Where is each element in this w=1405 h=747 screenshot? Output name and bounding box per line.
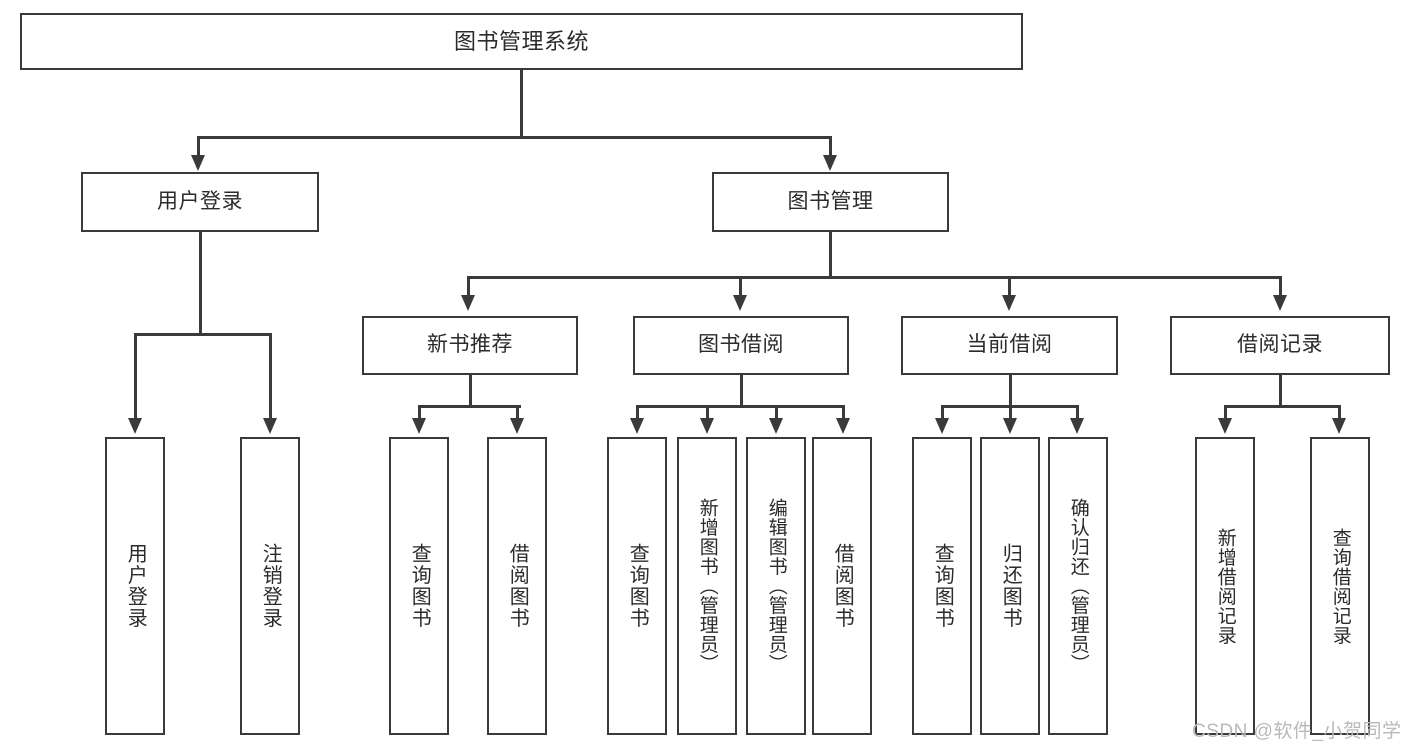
arrowhead-bm-book-borrow — [733, 295, 747, 311]
connector-root-to-user-login — [197, 136, 200, 158]
leaf-br-add-record[interactable]: 新增借阅记录 — [1195, 437, 1255, 735]
node-label: 当前借阅 — [966, 333, 1053, 357]
leaf-br-query-record[interactable]: 查询借阅记录 — [1310, 437, 1370, 735]
node-label: 图书借阅 — [698, 333, 784, 357]
node-label: 新增借阅记录 — [1214, 527, 1236, 645]
leaf-nbr-borrow-book[interactable]: 借阅图书 — [487, 437, 547, 735]
connector-bm-drop-1 — [467, 276, 470, 298]
arrowhead-root-to-user-login — [191, 155, 205, 171]
leaf-cb-confirm-return-admin[interactable]: 确认归还（管理员） — [1048, 437, 1108, 735]
arrowhead-nbr-child-2 — [510, 418, 524, 434]
connector-nbr-bar — [418, 405, 521, 408]
arrowhead-nbr-child-1 — [412, 418, 426, 434]
leaf-bb-edit-book-admin[interactable]: 编辑图书（管理员） — [746, 437, 806, 735]
node-label: 借阅记录 — [1237, 333, 1323, 357]
node-label: 用户登录 — [157, 189, 243, 213]
arrowhead-cb-child-2 — [1003, 418, 1017, 434]
arrowhead-bm-new-book — [461, 295, 475, 311]
connector-bb-drop-1 — [636, 405, 639, 419]
connector-bb-stem — [740, 375, 743, 407]
node-borrow-record[interactable]: 借阅记录 — [1170, 316, 1390, 375]
connector-nbr-stem — [469, 375, 472, 407]
node-label: 借阅图书 — [831, 543, 854, 629]
node-new-book-recommend[interactable]: 新书推荐 — [362, 316, 578, 375]
node-label: 注销登录 — [259, 543, 282, 629]
connector-nbr-drop-1 — [418, 405, 421, 419]
node-current-borrow[interactable]: 当前借阅 — [901, 316, 1118, 375]
leaf-bb-borrow-book[interactable]: 借阅图书 — [812, 437, 872, 735]
node-label: 用户登录 — [124, 543, 147, 629]
node-label: 查询借阅记录 — [1329, 527, 1351, 645]
connector-br-stem — [1279, 375, 1282, 407]
connector-book-mgmt-stem — [829, 232, 832, 278]
node-label: 查询图书 — [408, 543, 431, 629]
leaf-cb-query-book[interactable]: 查询图书 — [912, 437, 972, 735]
connector-root-stem — [520, 70, 523, 138]
connector-bb-bar — [636, 405, 844, 408]
connector-cb-drop-1 — [941, 405, 944, 419]
node-label: 新书推荐 — [427, 333, 513, 357]
connector-root-bar — [197, 136, 831, 139]
connector-user-login-stem — [199, 232, 202, 335]
connector-bb-drop-2 — [706, 405, 709, 419]
node-label: 查询图书 — [931, 543, 954, 629]
connector-bm-drop-4 — [1279, 276, 1282, 298]
arrowhead-cb-child-3 — [1070, 418, 1084, 434]
arrowhead-br-child-2 — [1332, 418, 1346, 434]
node-book-borrow[interactable]: 图书借阅 — [633, 316, 849, 375]
arrowhead-br-child-1 — [1218, 418, 1232, 434]
arrowhead-user-login-child-2 — [263, 418, 277, 434]
connector-br-bar — [1224, 405, 1340, 408]
node-user-login[interactable]: 用户登录 — [81, 172, 319, 232]
node-label: 确认归还（管理员） — [1067, 498, 1089, 674]
arrowhead-bb-child-2 — [700, 418, 714, 434]
arrowhead-root-to-book-mgmt — [823, 155, 837, 171]
connector-br-drop-2 — [1338, 405, 1341, 419]
arrowhead-bb-child-1 — [630, 418, 644, 434]
connector-cb-drop-2 — [1009, 405, 1012, 419]
connector-bb-drop-3 — [775, 405, 778, 419]
leaf-nbr-query-book[interactable]: 查询图书 — [389, 437, 449, 735]
node-book-management[interactable]: 图书管理 — [712, 172, 949, 232]
connector-user-login-drop-2 — [269, 333, 272, 419]
node-label: 借阅图书 — [506, 543, 529, 629]
leaf-user-login-logout[interactable]: 注销登录 — [240, 437, 300, 735]
leaf-bb-query-book[interactable]: 查询图书 — [607, 437, 667, 735]
node-label: 归还图书 — [999, 543, 1022, 629]
arrowhead-cb-child-1 — [935, 418, 949, 434]
node-label: 查询图书 — [626, 543, 649, 629]
leaf-cb-return-book[interactable]: 归还图书 — [980, 437, 1040, 735]
arrowhead-bm-current-borrow — [1002, 295, 1016, 311]
node-label: 新增图书（管理员） — [696, 498, 718, 674]
arrowhead-bb-child-3 — [769, 418, 783, 434]
connector-cb-drop-3 — [1076, 405, 1079, 419]
connector-user-login-bar — [134, 333, 271, 336]
connector-book-mgmt-bar — [467, 276, 1279, 279]
arrowhead-bm-borrow-record — [1273, 295, 1287, 311]
arrowhead-bb-child-4 — [836, 418, 850, 434]
arrowhead-user-login-child-1 — [128, 418, 142, 434]
leaf-bb-add-book-admin[interactable]: 新增图书（管理员） — [677, 437, 737, 735]
leaf-user-login-login[interactable]: 用户登录 — [105, 437, 165, 735]
connector-bm-drop-2 — [739, 276, 742, 298]
connector-user-login-drop-1 — [134, 333, 137, 419]
connector-bb-drop-4 — [842, 405, 845, 419]
node-root-system[interactable]: 图书管理系统 — [20, 13, 1023, 70]
node-label: 图书管理系统 — [453, 28, 589, 54]
connector-root-to-book-mgmt — [829, 136, 832, 158]
connector-cb-stem — [1009, 375, 1012, 407]
node-label: 图书管理 — [787, 189, 874, 213]
connector-nbr-drop-2 — [516, 405, 519, 419]
connector-br-drop-1 — [1224, 405, 1227, 419]
connector-bm-drop-3 — [1008, 276, 1011, 298]
node-label: 编辑图书（管理员） — [765, 498, 787, 674]
